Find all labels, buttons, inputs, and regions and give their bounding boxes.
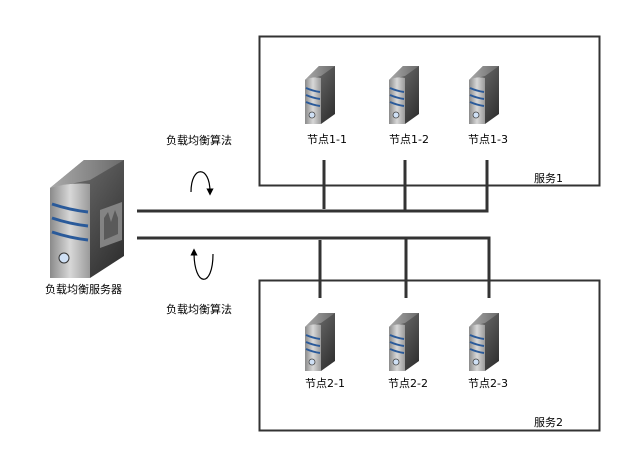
node-label-2-1: 节点2-1 — [305, 377, 345, 390]
service-label-2: 服务2 — [534, 416, 563, 429]
algorithm-label-top: 负载均衡算法 — [166, 133, 232, 147]
node-label-1-3: 节点1-3 — [468, 133, 508, 146]
node-server-icon-1-2[interactable] — [388, 65, 420, 125]
algorithm-loop-arrow-bottom — [190, 248, 214, 280]
node-label-2-3: 节点2-3 — [468, 377, 508, 390]
service-box-2 — [258, 279, 601, 432]
node-server-icon-2-3[interactable] — [468, 312, 500, 372]
firewall-server-icon[interactable] — [50, 160, 124, 278]
service-label-1: 服务1 — [534, 172, 563, 185]
node-server-icon-2-1[interactable] — [304, 312, 336, 372]
bus-line-service-2 — [137, 236, 491, 298]
node-server-icon-1-3[interactable] — [468, 65, 500, 125]
load-balancer-label: 负载均衡服务器 — [45, 282, 122, 296]
node-server-icon-2-2[interactable] — [388, 312, 420, 372]
algorithm-label-bottom: 负载均衡算法 — [166, 302, 232, 316]
node-label-1-2: 节点1-2 — [389, 133, 429, 146]
node-label-1-1: 节点1-1 — [307, 133, 347, 146]
algorithm-loop-arrow-top — [190, 171, 214, 196]
node-server-icon-1-1[interactable] — [304, 65, 336, 125]
node-label-2-2: 节点2-2 — [388, 377, 428, 390]
bus-line-service-1 — [137, 185, 489, 213]
service-box-1 — [258, 35, 601, 187]
